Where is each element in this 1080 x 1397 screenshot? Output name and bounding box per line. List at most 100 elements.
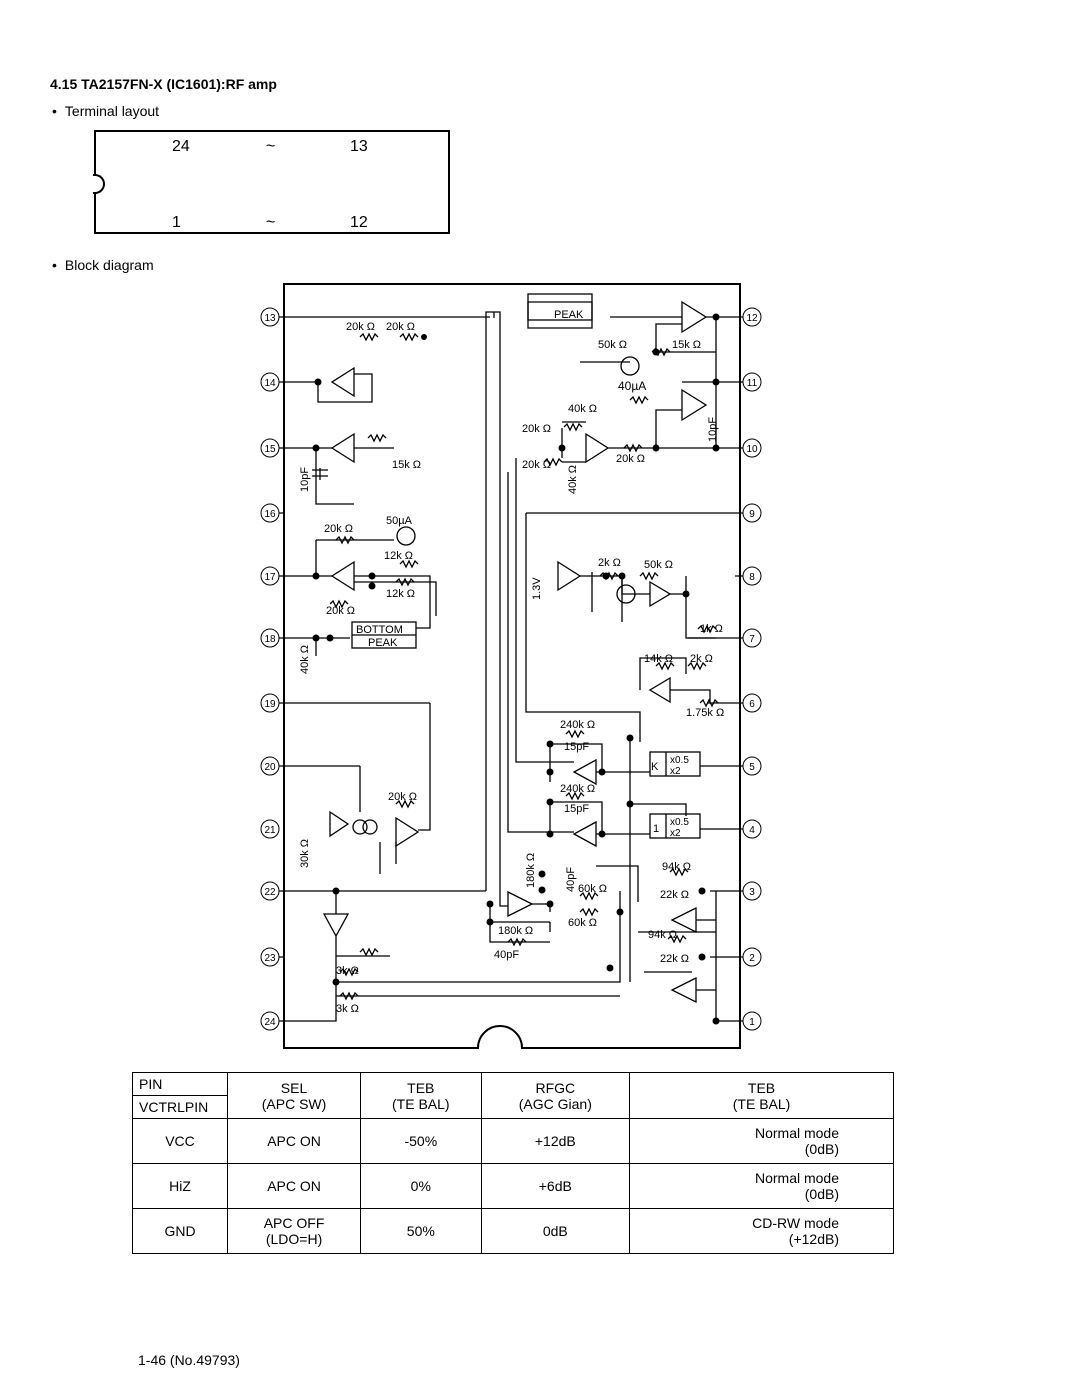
pin-number: 20: [264, 762, 276, 773]
resistor-label: 40k Ω: [567, 465, 579, 494]
capacitor-label: 15pF: [564, 741, 589, 753]
resistor-label: 22k Ω: [660, 953, 689, 965]
block-diagram-heading: Block diagram: [52, 257, 154, 273]
resistor-label: 50k Ω: [644, 559, 673, 571]
resistor-label: 1.75k Ω: [686, 707, 724, 719]
cell-teb: 50%: [360, 1208, 482, 1254]
header-rfgc: RFGC(AGC Gian): [480, 1072, 631, 1119]
pin-number: 2: [749, 953, 755, 964]
resistor-label: 14k Ω: [644, 653, 673, 665]
cell-sel: APC ON: [226, 1163, 362, 1209]
header-pin: PIN: [132, 1072, 228, 1096]
pin-number: 17: [264, 572, 276, 583]
capacitor-label: 15pF: [564, 803, 589, 815]
pin-label: 13: [350, 138, 368, 155]
pin-number: 23: [264, 953, 276, 964]
right-pins: [742, 307, 762, 1031]
pin-number: 11: [747, 378, 758, 389]
table-row: VCC APC ON -50% +12dB Normal mode(0dB): [132, 1118, 894, 1164]
amplifiers: [322, 300, 708, 1004]
pin-number: 3: [749, 887, 755, 898]
table-row: HiZ APC ON 0% +6dB Normal mode(0dB): [132, 1163, 894, 1209]
pin-number: 1: [749, 1017, 755, 1028]
gain-box-1: [649, 813, 701, 839]
header-vctrlpin: VCTRLPIN: [132, 1095, 228, 1119]
ic-outline: [283, 283, 741, 1049]
resistor-label: 20k Ω: [346, 321, 375, 333]
cell-teb2: Normal mode(0dB): [629, 1163, 894, 1209]
cell-pin: VCC: [132, 1118, 228, 1164]
pin-number: 4: [749, 825, 755, 836]
gain-box-k: [649, 751, 701, 777]
resistor-label: 15k Ω: [672, 339, 701, 351]
cell-teb: -50%: [360, 1118, 482, 1164]
resistor-label: 94k Ω: [662, 861, 691, 873]
pin-number: 9: [749, 509, 755, 520]
resistor-label: 15k Ω: [392, 459, 421, 471]
pin-number: 10: [746, 444, 758, 455]
current-label: 50µA: [386, 515, 413, 527]
resistor-label: 240k Ω: [560, 783, 595, 795]
pin-number: 6: [749, 699, 755, 710]
voltage-label: 1.3V: [531, 577, 543, 600]
cell-teb: 0%: [360, 1163, 482, 1209]
terminal-layout-heading: Terminal layout: [52, 103, 159, 119]
resistor-label: 20k Ω: [616, 453, 645, 465]
resistor-label: 20k Ω: [388, 791, 417, 803]
resistor-label: 30k Ω: [299, 839, 311, 868]
terminal-layout-box: 24 ~ 13 1 ~ 12: [93, 130, 450, 234]
cell-teb2: CD-RW mode(+12dB): [629, 1208, 894, 1254]
cell-teb2: Normal mode(0dB): [629, 1118, 894, 1164]
gain-label: x0.5: [670, 755, 689, 766]
pin-range: ~: [266, 214, 276, 231]
ic-notch: [93, 174, 105, 194]
header-sel: SEL(APC SW): [226, 1072, 362, 1119]
resistor-label: 20k Ω: [326, 605, 355, 617]
junctions: [312, 313, 720, 1025]
pin-number: 14: [264, 378, 276, 389]
resistor-label: 22k Ω: [660, 889, 689, 901]
section-title: 4.15 TA2157FN-X (IC1601):RF amp: [50, 76, 277, 92]
pin-number: 19: [264, 699, 276, 710]
pin-number: 5: [749, 762, 755, 773]
pin-number: 22: [264, 887, 276, 898]
left-pins: [260, 307, 280, 1031]
pin-number: 21: [264, 825, 276, 836]
resistor-label: 240k Ω: [560, 719, 595, 731]
pin-range: ~: [266, 138, 276, 155]
resistor-label: 40k Ω: [568, 403, 597, 415]
block-diagram: 13 14 15 16 17 18 19 20 21 22 23 24 12 1…: [250, 282, 770, 1077]
pin-stubs: [279, 316, 743, 1022]
header-teb: TEB(TE BAL): [360, 1072, 482, 1119]
peak-label: PEAK: [368, 637, 398, 649]
header-teb2: TEB(TE BAL): [629, 1072, 894, 1119]
resistor-label: 1k Ω: [700, 623, 723, 635]
cell-pin: GND: [132, 1208, 228, 1254]
capacitor-label: 10pF: [299, 467, 311, 492]
resistor-label: 20k Ω: [522, 423, 551, 435]
resistor-label: 180k Ω: [525, 853, 537, 888]
gain-label: x2: [670, 766, 681, 777]
mode-table: PIN SEL(APC SW) TEB(TE BAL) RFGC(AGC Gia…: [132, 1072, 894, 1254]
gain-label: 1: [653, 823, 659, 835]
resistor-label: 20k Ω: [386, 321, 415, 333]
gain-label: x2: [670, 828, 681, 839]
resistor-label: 20k Ω: [522, 459, 551, 471]
resistor-label: 180k Ω: [498, 925, 533, 937]
capacitor-label: 40pF: [494, 949, 519, 961]
pin-number: 15: [264, 444, 276, 455]
current-label: 40µA: [618, 379, 646, 393]
resistor-label: 12k Ω: [384, 550, 413, 562]
pin-label: 1: [172, 214, 181, 231]
resistor-label: 40k Ω: [299, 645, 311, 674]
peak-box: [527, 293, 593, 321]
table-row: GND APC OFF(LDO=H) 50% 0dB CD-RW mode(+1…: [132, 1208, 894, 1254]
pin-number: 16: [264, 509, 276, 520]
pin-label: 12: [350, 214, 368, 231]
cell-pin: HiZ: [132, 1163, 228, 1209]
cell-rfgc: +6dB: [480, 1163, 631, 1209]
resistor-label: 60k Ω: [568, 917, 597, 929]
resistor-label: 12k Ω: [386, 588, 415, 600]
resistor-label: 3k Ω: [336, 965, 359, 977]
pin-number: 18: [264, 634, 276, 645]
